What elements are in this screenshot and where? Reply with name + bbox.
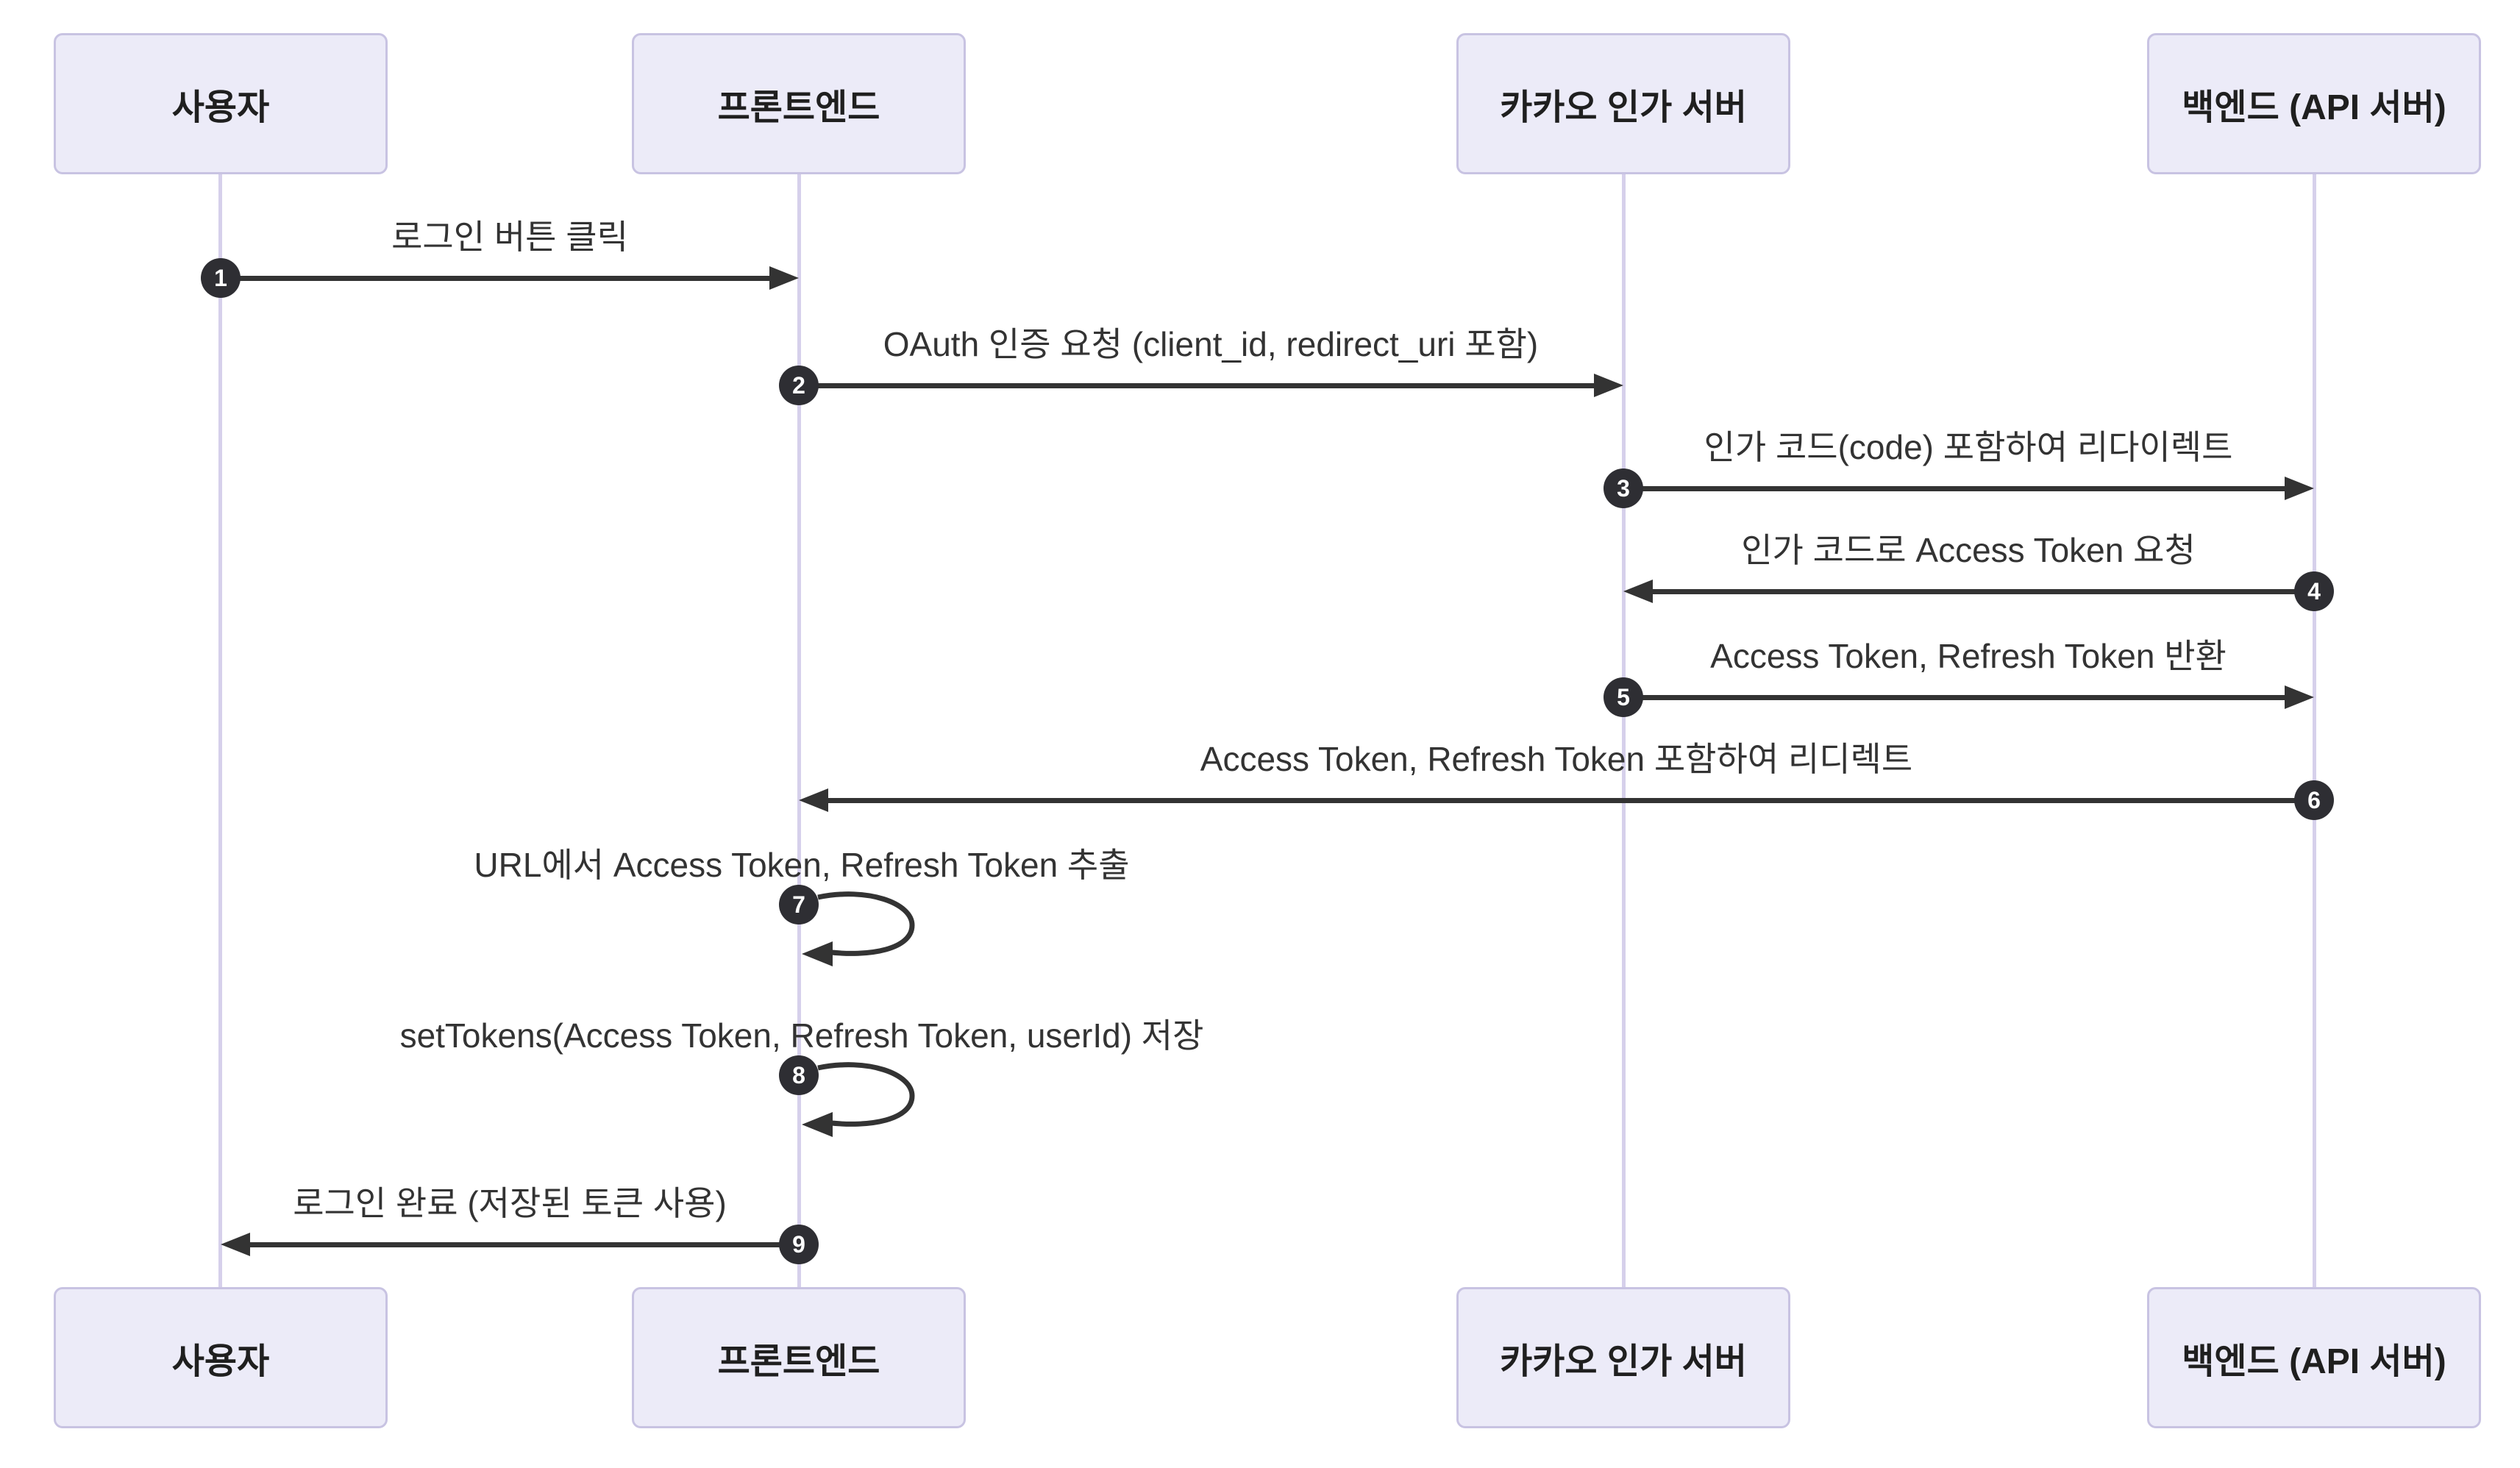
message-4-label: 인가 코드로 Access Token 요청 xyxy=(1741,531,2196,569)
message-9-arrow-line xyxy=(247,1242,799,1247)
actor-label: 프론트엔드 xyxy=(717,1342,880,1381)
message-6-seq-badge: 6 xyxy=(2294,780,2334,820)
arrowhead-left-icon xyxy=(1623,580,1653,603)
message-1-arrow-line xyxy=(221,276,774,281)
actor-label: 프론트엔드 xyxy=(717,88,880,127)
actor-box-frontend-bottom: 프론트엔드 xyxy=(632,1287,966,1428)
message-5-arrow-line xyxy=(1623,695,2288,700)
actor-label: 사용자 xyxy=(171,88,270,127)
actor-label: 카카오 인가 서버 xyxy=(1500,88,1747,127)
arrowhead-left-icon xyxy=(221,1233,250,1256)
lifeline-user xyxy=(218,174,222,1287)
lifeline-frontend xyxy=(797,174,801,1287)
actor-label: 사용자 xyxy=(171,1342,270,1381)
arrowhead-right-icon xyxy=(1594,374,1623,397)
message-8-label: setTokens(Access Token, Refresh Token, u… xyxy=(399,1016,1204,1055)
message-6-arrow-line xyxy=(825,798,2314,803)
arrowhead-right-icon xyxy=(2285,685,2314,709)
message-7-seq-badge: 7 xyxy=(779,885,819,924)
actor-box-kakao-auth-server-top: 카카오 인가 서버 xyxy=(1456,33,1790,174)
message-2-seq-badge: 2 xyxy=(779,366,819,405)
actor-box-kakao-auth-server-bottom: 카카오 인가 서버 xyxy=(1456,1287,1790,1428)
self-loop-arrow xyxy=(802,1062,915,1137)
message-2-label: OAuth 인증 요청 (client_id, redirect_uri 포함) xyxy=(883,325,1539,363)
actor-box-user-bottom: 사용자 xyxy=(54,1287,388,1428)
actor-box-backend-bottom: 백엔드 (API 서버) xyxy=(2147,1287,2481,1428)
arrowhead-left-icon xyxy=(799,788,828,812)
lifeline-backend xyxy=(2313,174,2316,1287)
arrowhead-right-icon xyxy=(2285,477,2314,500)
message-8-seq-badge: 8 xyxy=(779,1055,819,1095)
message-4-arrow-line xyxy=(1650,589,2314,594)
message-9-seq-badge: 9 xyxy=(779,1225,819,1264)
actor-box-user-top: 사용자 xyxy=(54,33,388,174)
actor-label: 백엔드 (API 서버) xyxy=(2182,88,2446,127)
message-9-label: 로그인 완료 (저장된 토큰 사용) xyxy=(293,1184,727,1222)
message-1-label: 로그인 버튼 클릭 xyxy=(391,218,628,256)
message-3-label: 인가 코드(code) 포함하여 리다이렉트 xyxy=(1704,428,2233,466)
message-3-seq-badge: 3 xyxy=(1604,468,1643,508)
lifeline-kakao-auth-server xyxy=(1622,174,1626,1287)
actor-label: 카카오 인가 서버 xyxy=(1500,1342,1747,1381)
message-2-arrow-line xyxy=(799,383,1597,388)
actor-box-frontend-top: 프론트엔드 xyxy=(632,33,966,174)
message-3-arrow-line xyxy=(1623,486,2288,491)
message-4-seq-badge: 4 xyxy=(2294,571,2334,611)
actor-box-backend-top: 백엔드 (API 서버) xyxy=(2147,33,2481,174)
message-5-label: Access Token, Refresh Token 반환 xyxy=(1710,637,2227,675)
arrowhead-right-icon xyxy=(769,266,799,290)
message-6-label: Access Token, Refresh Token 포함하여 리디렉트 xyxy=(1200,740,1913,778)
message-7-label: URL에서 Access Token, Refresh Token 추출 xyxy=(474,846,1130,884)
message-1-seq-badge: 1 xyxy=(201,258,241,298)
self-loop-arrow xyxy=(802,891,915,966)
actor-label: 백엔드 (API 서버) xyxy=(2182,1342,2446,1381)
message-5-seq-badge: 5 xyxy=(1604,677,1643,717)
